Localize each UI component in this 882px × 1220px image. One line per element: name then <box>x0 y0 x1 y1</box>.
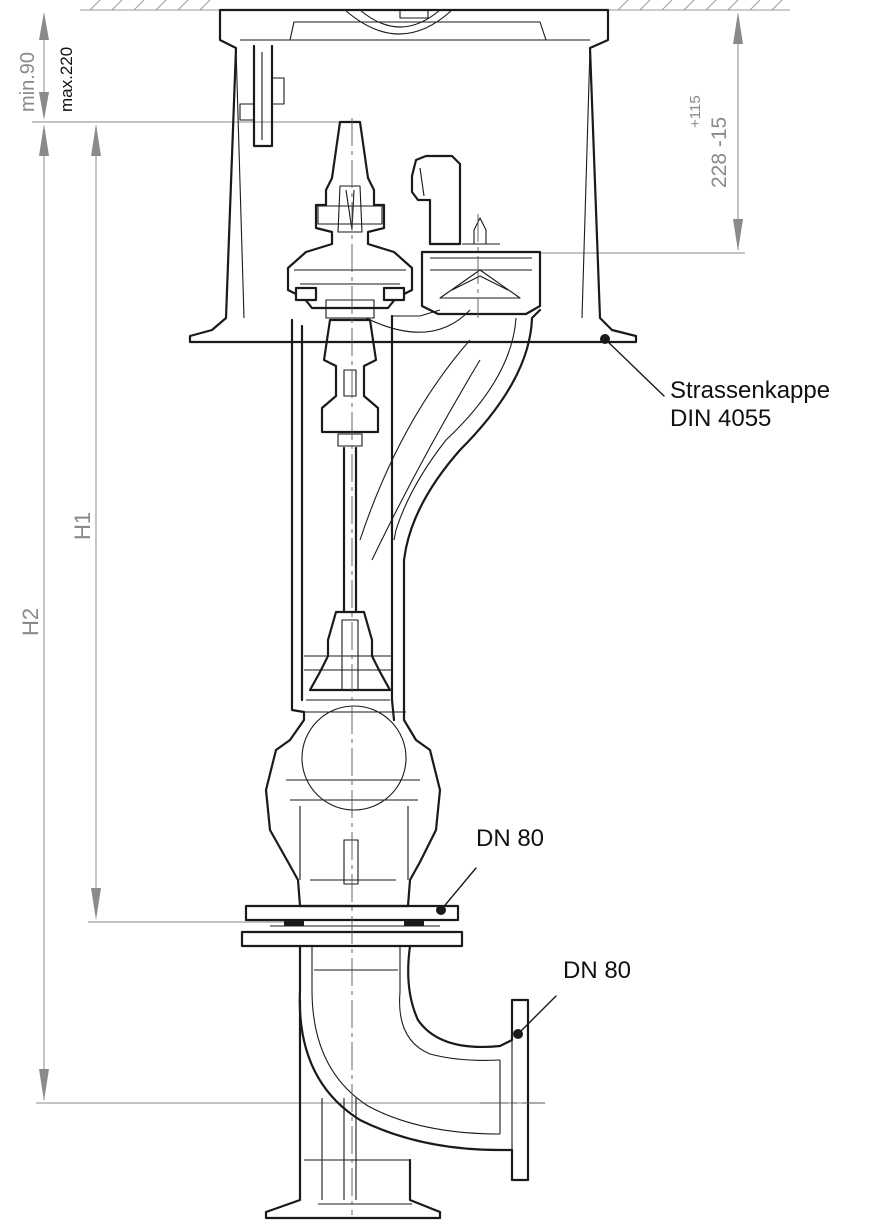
upper-flange-label: DN 80 <box>476 825 544 852</box>
h2-dimension-label: H2 <box>18 608 43 636</box>
ground-hatch-line <box>705 0 717 11</box>
ground-hatch-line <box>199 0 211 11</box>
ground-hatch-line <box>771 0 783 11</box>
dimension-lines <box>32 12 745 1104</box>
upper-flange <box>240 904 464 948</box>
road-cap-standard-label: DIN 4055 <box>670 405 771 432</box>
ground-hatch-line <box>177 0 189 11</box>
centerlines <box>351 118 545 1215</box>
outlet-bend <box>264 944 530 1220</box>
ground-hatch-line <box>155 0 167 11</box>
leaders <box>436 334 665 1039</box>
ground-hatch-line <box>661 0 673 11</box>
cap-height-dimension: 228 -15 <box>708 117 731 188</box>
ground-surface <box>80 0 790 11</box>
air-vent-unit <box>410 154 542 316</box>
cap-tolerance-dimension: +115 <box>687 95 704 128</box>
valve-operator <box>286 120 414 319</box>
upper-riser <box>264 308 542 908</box>
ground-hatch-line <box>89 0 101 11</box>
ground-hatch-line <box>617 0 629 11</box>
ground-hatch-line <box>727 0 739 11</box>
ground-hatch-line <box>111 0 123 11</box>
ground-hatch-line <box>683 0 695 11</box>
cover-min-dimension: min.90 <box>17 52 39 112</box>
road-cap <box>188 8 638 344</box>
ground-hatch-line <box>133 0 145 11</box>
cover-max-dimension: max.220 <box>57 47 76 112</box>
ground-hatch-line <box>639 0 651 11</box>
ground-hatch-line <box>749 0 761 11</box>
road-cap-label: Strassenkappe <box>670 377 830 404</box>
outlet-flange-label: DN 80 <box>563 957 631 984</box>
h1-dimension-label: H1 <box>70 512 95 540</box>
